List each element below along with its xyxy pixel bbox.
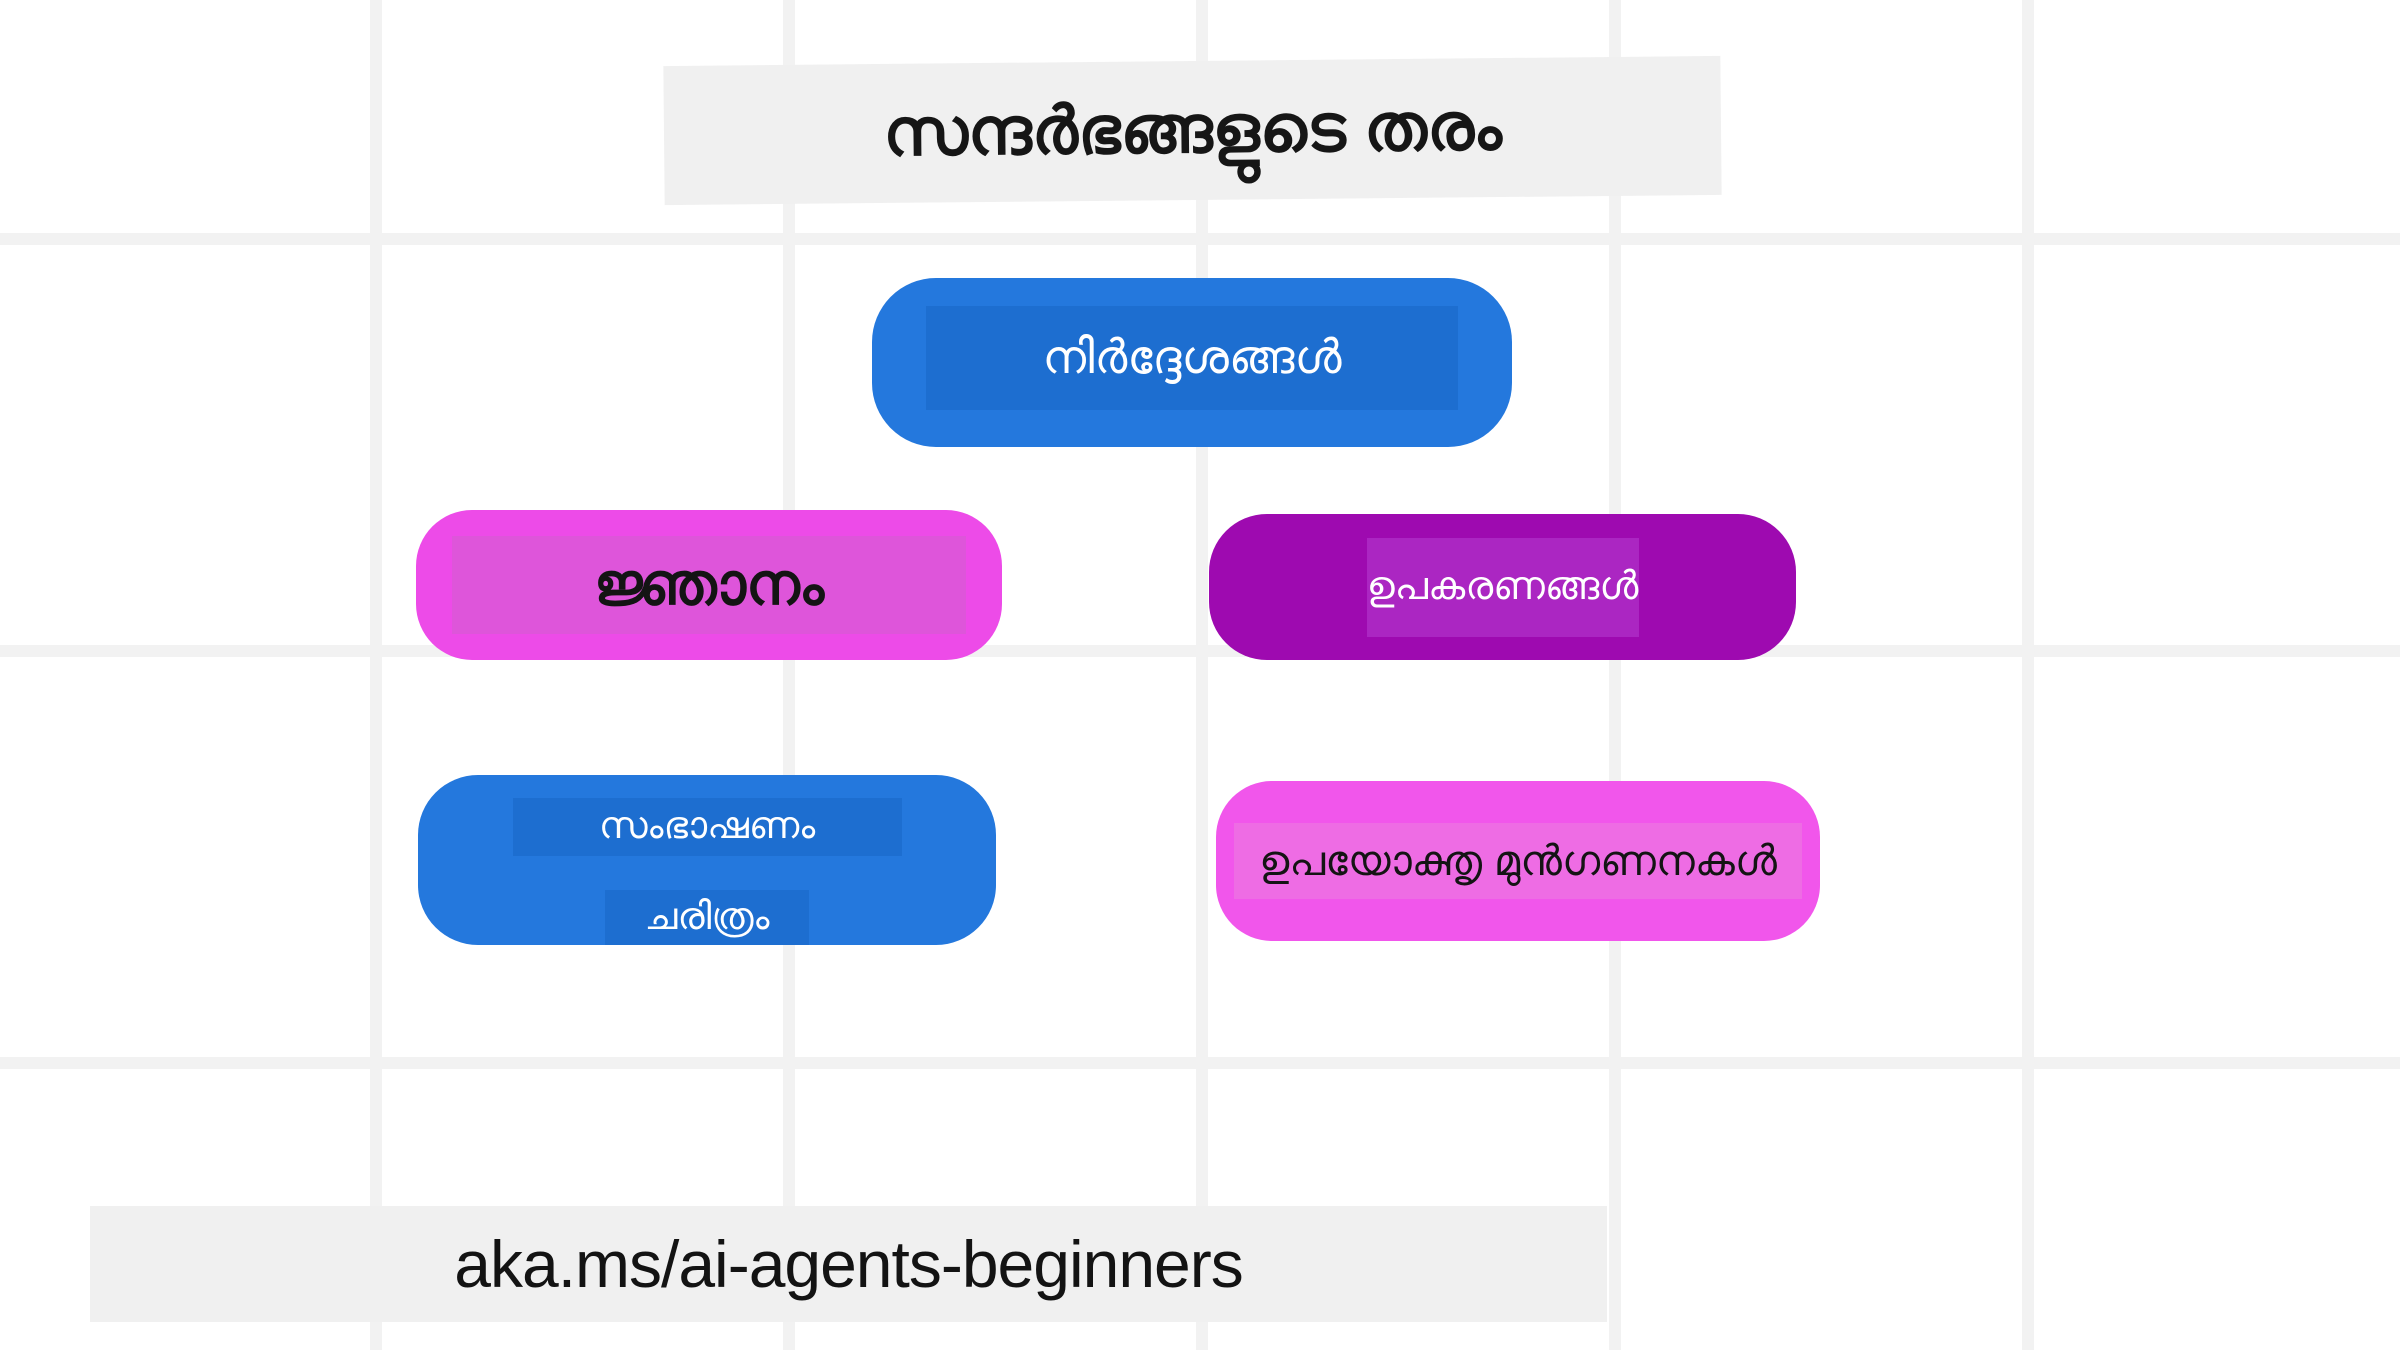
gridline-horizontal (0, 233, 2400, 245)
node-conversation-history: സംഭാഷണം ചരിത്രം (418, 775, 996, 945)
node-conversation-history-label-line2: ചരിത്രം (644, 895, 770, 938)
white-text-artifact: o (1984, 458, 2024, 530)
gridline-horizontal (0, 645, 2400, 657)
footer-url-box: aka.ms/ai-agents-beginners (90, 1206, 1607, 1322)
gridline-vertical (783, 0, 795, 1350)
node-tools-label: ഉപകരണങ്ങൾ (1366, 565, 1639, 608)
diagram-title: സന്ദർഭങ്ങളുടെ തരം (882, 89, 1503, 169)
gridline-vertical (2022, 0, 2034, 1350)
gridline-vertical (370, 0, 382, 1350)
footer-url: aka.ms/ai-agents-beginners (454, 1227, 1243, 1301)
node-conversation-history-highlight-line2: ചരിത്രം (605, 889, 809, 945)
node-knowledge-label: ജ്ഞാനം (593, 552, 825, 617)
node-user-preferences-label: ഉപയോക്തൃ മുൻഗണനകൾ (1259, 836, 1777, 884)
node-tools: ഉപകരണങ്ങൾ (1209, 514, 1796, 660)
white-text-artifact: y (1982, 908, 2018, 980)
node-knowledge-highlight: ജ്ഞാനം (452, 536, 966, 634)
gridline-vertical (1609, 0, 1621, 1350)
diagram-title-box: സന്ദർഭങ്ങളുടെ തരം (663, 55, 1722, 206)
node-user-preferences: ഉപയോക്തൃ മുൻഗണനകൾ (1216, 781, 1820, 941)
gridline-horizontal (0, 1057, 2400, 1069)
node-conversation-history-label-line1: സംഭാഷണം (598, 805, 816, 848)
node-instructions-highlight: നിർദ്ദേശങ്ങൾ (926, 305, 1458, 410)
gridline-vertical (1196, 0, 1208, 1350)
node-conversation-history-highlight-line1: സംഭാഷണം (512, 798, 902, 856)
node-instructions-label: നിർദ്ദേശങ്ങൾ (1042, 330, 1342, 383)
node-tools-highlight: ഉപകരണങ്ങൾ (1366, 537, 1639, 637)
node-user-preferences-highlight: ഉപയോക്തൃ മുൻഗണനകൾ (1234, 823, 1802, 899)
white-text-artifact: e (1986, 386, 2022, 458)
white-text-artifact: s (1172, 973, 1196, 1020)
node-instructions: നിർദ്ദേശങ്ങൾ (872, 278, 1512, 447)
node-knowledge: ജ്ഞാനം (416, 510, 1002, 660)
